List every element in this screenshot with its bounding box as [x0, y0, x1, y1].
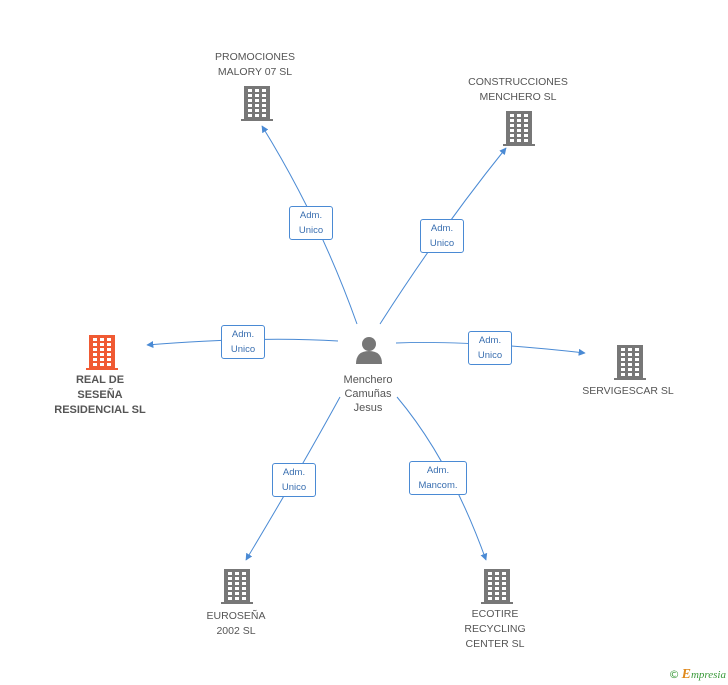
building-icon-promociones[interactable]: [241, 86, 273, 121]
role-text-line: Unico: [477, 350, 503, 361]
center-person-label[interactable]: Menchero Camuñas Jesus: [318, 373, 418, 415]
role-badge-eurosesena[interactable]: Adm. Unico: [272, 463, 316, 497]
role-text-line: Adm.: [426, 465, 450, 476]
company-label-servigescar[interactable]: SERVIGESCAR SL: [568, 384, 688, 399]
company-name-line: SERVIGESCAR SL: [582, 385, 674, 397]
role-text-line: Unico: [281, 482, 307, 493]
role-text-line: Unico: [298, 225, 324, 236]
role-text-line: Adm.: [231, 329, 255, 340]
company-name-line: SESEÑA: [77, 389, 123, 401]
company-name-line: PROMOCIONES: [215, 51, 295, 63]
company-label-promociones[interactable]: PROMOCIONES MALORY 07 SL: [190, 50, 320, 80]
company-label-eurosesena[interactable]: EUROSEÑA 2002 SL: [176, 609, 296, 639]
company-name-line: MALORY 07 SL: [217, 66, 293, 78]
center-name-line: Camuñas: [344, 388, 392, 400]
role-text-line: Unico: [230, 344, 256, 355]
building-icon-construcciones[interactable]: [503, 111, 535, 146]
building-icon-eurosesena[interactable]: [221, 569, 253, 604]
role-text-line: Mancom.: [418, 480, 458, 491]
role-text-line: Adm.: [299, 210, 323, 221]
copyright-symbol: ©: [668, 668, 680, 681]
brand-name: mpresia: [690, 669, 726, 681]
company-name-line: RESIDENCIAL SL: [54, 404, 146, 416]
role-badge-promociones[interactable]: Adm. Unico: [289, 206, 333, 240]
company-name-line: REAL DE: [75, 374, 125, 386]
company-name-line: RECYCLING: [464, 623, 526, 635]
center-name-line: Jesus: [353, 402, 383, 414]
company-name-line: EUROSEÑA: [206, 610, 266, 622]
person-icon[interactable]: [356, 337, 382, 364]
company-name-line: ECOTIRE: [471, 608, 519, 620]
role-badge-construcciones[interactable]: Adm. Unico: [420, 219, 464, 253]
building-icon-servigescar[interactable]: [614, 345, 646, 380]
brand-initial: E: [681, 667, 691, 682]
building-icon-real-de-sesena[interactable]: [86, 335, 118, 370]
center-name-line: Menchero: [343, 374, 393, 386]
role-text-line: Adm.: [478, 335, 502, 346]
company-label-real-de-sesena[interactable]: REAL DE SESEÑA RESIDENCIAL SL: [40, 373, 160, 418]
role-text-line: Adm.: [430, 223, 454, 234]
role-badge-ecotire[interactable]: Adm. Mancom.: [409, 461, 467, 495]
company-label-construcciones[interactable]: CONSTRUCCIONES MENCHERO SL: [453, 75, 583, 105]
company-name-line: CENTER SL: [465, 638, 525, 650]
role-badge-servigescar[interactable]: Adm. Unico: [468, 331, 512, 365]
building-icon-ecotire[interactable]: [481, 569, 513, 604]
company-name-line: MENCHERO SL: [479, 91, 557, 103]
role-text-line: Unico: [429, 238, 455, 249]
company-label-ecotire[interactable]: ECOTIRE RECYCLING CENTER SL: [435, 607, 555, 652]
role-text-line: Adm.: [282, 467, 306, 478]
company-name-line: 2002 SL: [216, 625, 256, 637]
role-badge-real-de-sesena[interactable]: Adm. Unico: [221, 325, 265, 359]
company-name-line: CONSTRUCCIONES: [468, 76, 568, 88]
empresia-watermark[interactable]: ©Empresia: [669, 667, 726, 683]
